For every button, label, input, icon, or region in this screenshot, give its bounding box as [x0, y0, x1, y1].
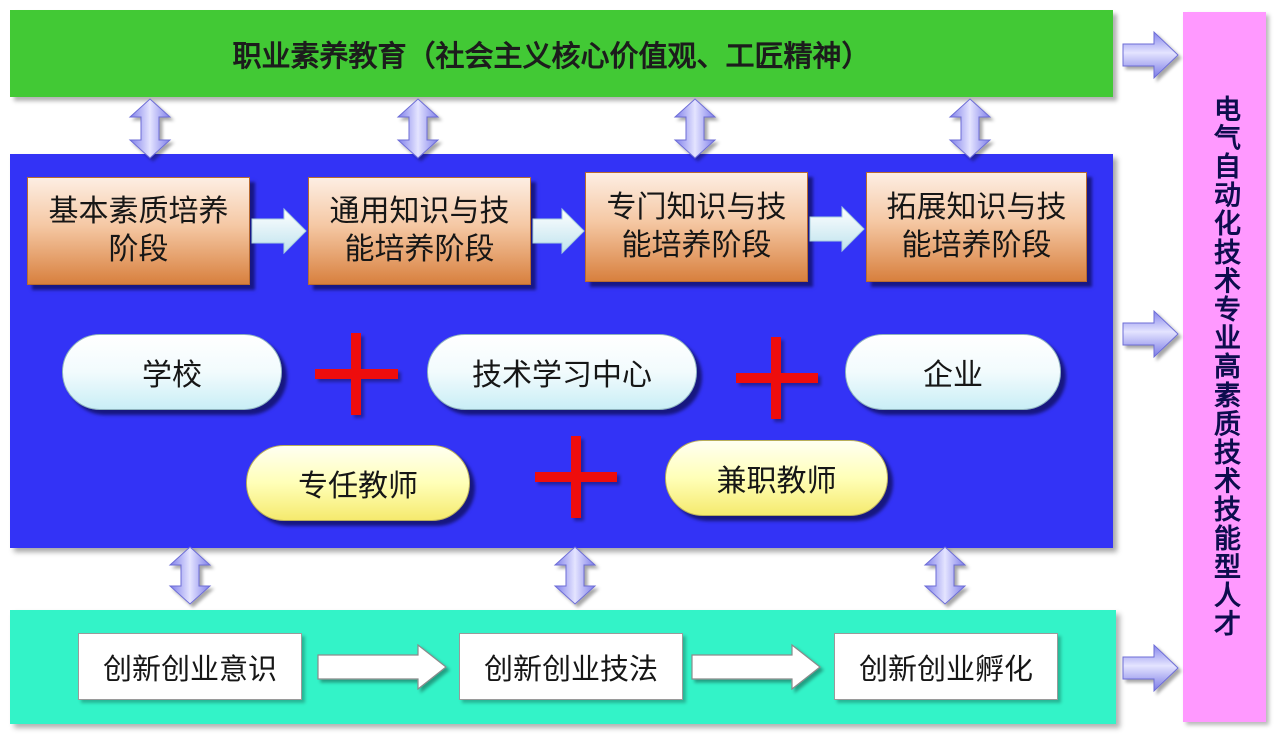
- stage-box-specialized: 专门知识与技能培养阶段: [585, 172, 808, 282]
- innovation-label: 创新创业孵化: [858, 651, 1033, 686]
- professional-literacy-label: 职业素养教育（社会主义核心价值观、工匠精神）: [232, 38, 871, 73]
- double-arrow-icon: [396, 98, 440, 159]
- teacher-label: 兼职教师: [716, 464, 837, 499]
- double-arrow-icon: [553, 546, 597, 605]
- partner-label: 学校: [142, 358, 202, 393]
- right-arrow-icon: [1122, 30, 1179, 80]
- partner-pill-school: 学校: [62, 334, 282, 410]
- talent-outcome-panel: 电气自动化技术专业高素质技术技能型人才: [1183, 12, 1266, 722]
- innovation-box-awareness: 创新创业意识: [78, 633, 302, 700]
- partner-label: 技术学习中心: [472, 358, 652, 393]
- stage-label: 基本素质培养阶段: [48, 194, 229, 267]
- top-double-arrows: [128, 98, 992, 159]
- partner-pill-enterprise: 企业: [845, 334, 1061, 410]
- talent-outcome-label: 电气自动化技术专业高素质技术技能型人才: [1209, 95, 1240, 639]
- innovation-label: 创新创业技法: [483, 651, 658, 686]
- right-arrow-icon: [1122, 309, 1179, 359]
- teacher-pill-parttime: 兼职教师: [665, 440, 888, 516]
- stage-label: 专门知识与技能培养阶段: [606, 190, 787, 263]
- innovation-box-techniques: 创新创业技法: [459, 633, 683, 700]
- stage-label: 通用知识与技能培养阶段: [329, 194, 510, 267]
- stage-box-general: 通用知识与技能培养阶段: [308, 177, 531, 285]
- stage-box-basic: 基本素质培养阶段: [27, 177, 250, 285]
- stage-label: 拓展知识与技能培养阶段: [886, 190, 1067, 263]
- partner-pill-learning-center: 技术学习中心: [427, 334, 697, 410]
- double-arrow-icon: [673, 98, 717, 159]
- teacher-label: 专任教师: [298, 469, 418, 504]
- bottom-double-arrows: [168, 546, 967, 605]
- partner-label: 企业: [923, 358, 983, 393]
- professional-literacy-bar: 职业素养教育（社会主义核心价值观、工匠精神）: [10, 10, 1113, 97]
- outcome-arrows: [1122, 30, 1179, 693]
- innovation-box-incubation: 创新创业孵化: [834, 633, 1058, 700]
- double-arrow-icon: [923, 546, 967, 605]
- stage-box-extended: 拓展知识与技能培养阶段: [866, 172, 1087, 282]
- double-arrow-icon: [948, 98, 992, 159]
- double-arrow-icon: [168, 546, 212, 605]
- right-arrow-icon: [1122, 643, 1179, 693]
- double-arrow-icon: [128, 98, 172, 159]
- training-stages-panel: 基本素质培养阶段 通用知识与技能培养阶段 专门知识与技能培养阶段 拓展知识与技能…: [10, 154, 1113, 548]
- innovation-panel: 创新创业意识 创新创业技法 创新创业孵化: [10, 610, 1116, 724]
- innovation-label: 创新创业意识: [102, 651, 277, 686]
- teacher-pill-fulltime: 专任教师: [246, 445, 470, 521]
